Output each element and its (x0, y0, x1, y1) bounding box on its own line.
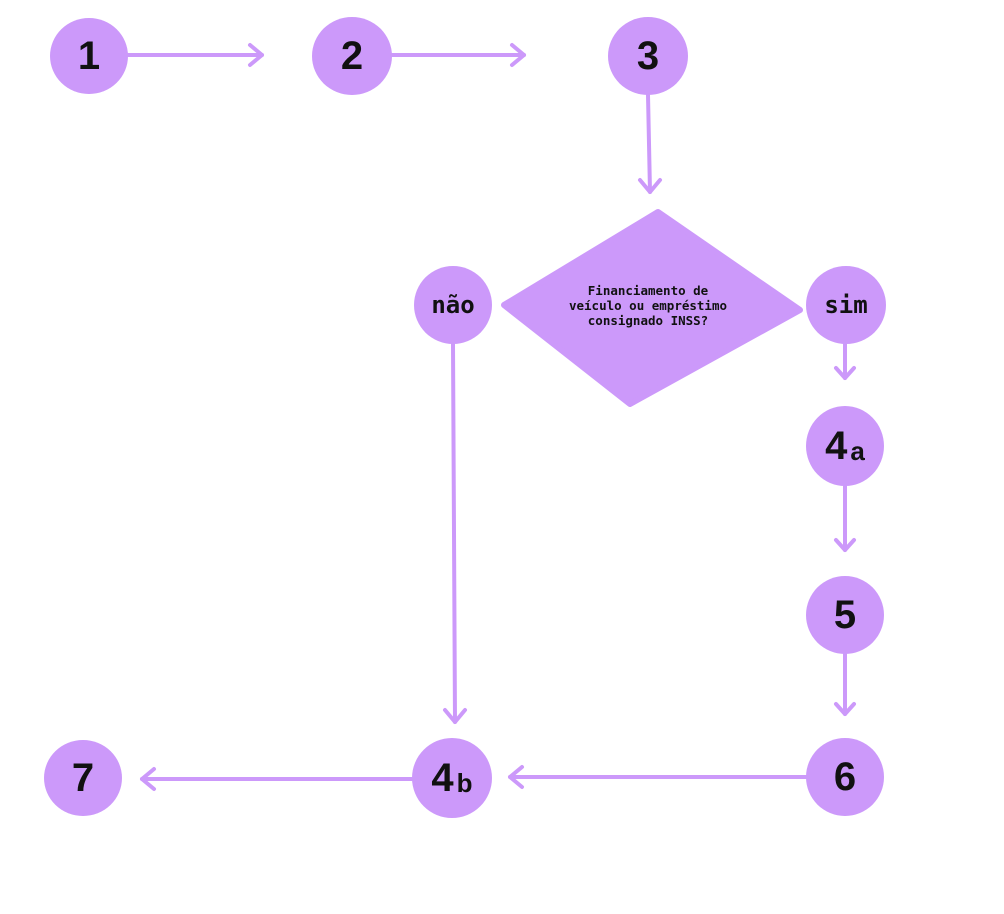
step-6-label: 6 (833, 755, 857, 799)
decision-diamond (501, 209, 803, 407)
decision-line-3: consignado INSS? (587, 313, 709, 328)
arrowhead-4a-to-5 (834, 538, 856, 552)
step-3-node: 3 (608, 17, 688, 95)
arrowhead-6-to-4b (508, 765, 524, 789)
step-1-node: 1 (50, 18, 128, 94)
branch-sim-node: sim (806, 266, 886, 344)
branch-nao-node: não (414, 266, 492, 344)
decision-line-2: veículo ou empréstimo (568, 298, 728, 313)
arrowhead-4b-to-7 (140, 767, 156, 791)
arrow-3-to-decision (646, 93, 652, 194)
step-3-label: 3 (636, 34, 660, 78)
arrowhead-1-to-2 (248, 43, 264, 67)
branch-sim-label: sim (824, 291, 868, 319)
step-7-node: 7 (44, 740, 122, 816)
step-1-label: 1 (77, 34, 101, 78)
step-4b-number: 4 (431, 756, 454, 800)
step-7-label: 7 (71, 756, 95, 800)
step-6-node: 6 (806, 738, 884, 816)
step-4b-suffix: b (456, 768, 473, 798)
decision-label: Financiamento de veículo ou empréstimo c… (548, 283, 748, 328)
step-5-label: 5 (833, 593, 857, 637)
arrowhead-nao-to-4b (443, 708, 467, 724)
arrow-nao-to-4b (451, 342, 457, 724)
step-4a-suffix: a (850, 436, 865, 466)
step-4a-number: 4 (825, 424, 848, 468)
decision-line-1: Financiamento de (587, 283, 709, 298)
arrowhead-3-to-decision (638, 178, 662, 194)
branch-nao-label: não (431, 291, 475, 319)
arrowhead-5-to-6 (834, 702, 856, 716)
arrowhead-sim-to-4a (834, 366, 856, 380)
step-2-label: 2 (340, 34, 364, 78)
step-5-node: 5 (806, 576, 884, 654)
arrowhead-2-to-3 (510, 43, 526, 67)
step-2-node: 2 (312, 17, 392, 95)
